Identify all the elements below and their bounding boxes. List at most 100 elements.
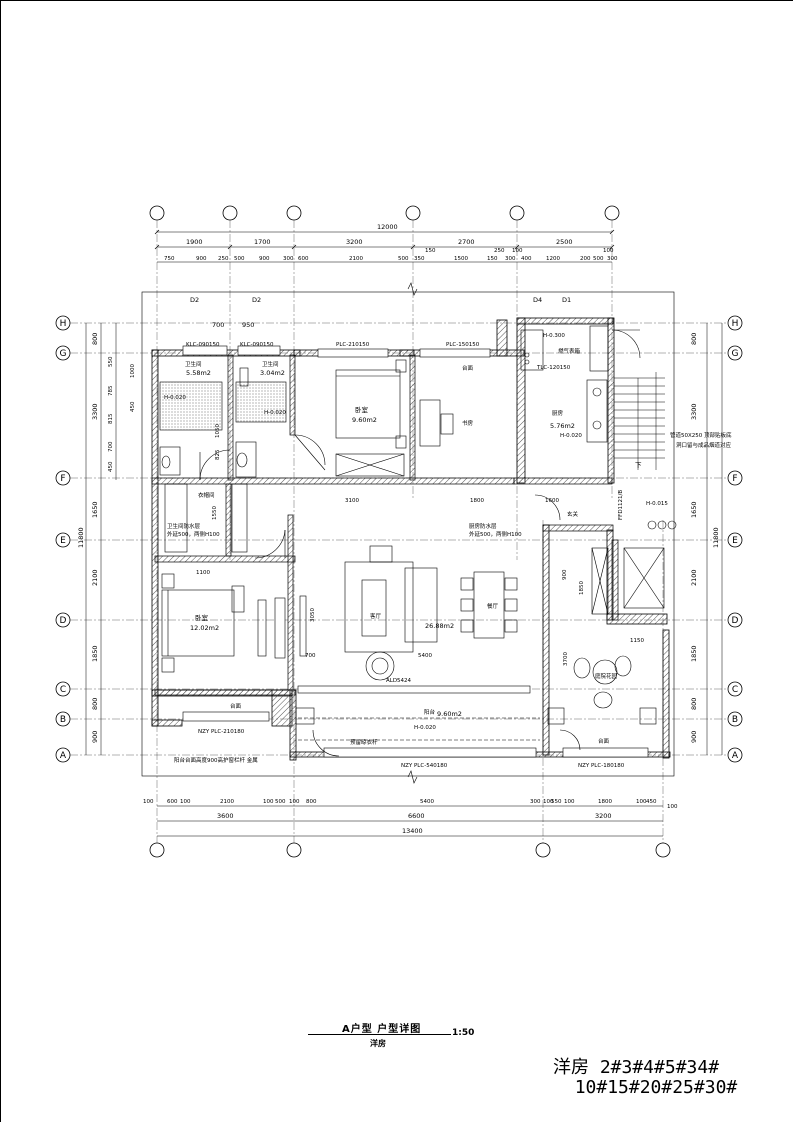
top-axis-bubbles xyxy=(149,205,620,221)
axis-label-left-C: C xyxy=(60,685,66,695)
svg-text:100: 100 xyxy=(543,799,554,805)
svg-text:卫生间: 卫生间 xyxy=(185,360,202,368)
svg-text:D2: D2 xyxy=(252,296,261,304)
svg-text:3100: 3100 xyxy=(345,498,359,504)
building-note-line1: 洋房 2#3#4#5#34# xyxy=(553,1057,720,1078)
dim-bottom-3600: 3600 xyxy=(217,812,234,820)
svg-text:KLC-090150: KLC-090150 xyxy=(186,342,220,348)
interior-walls xyxy=(151,354,619,696)
axis-bubble-right-A xyxy=(727,747,743,763)
bathroom-fixtures xyxy=(159,367,287,553)
svg-text:815: 815 xyxy=(108,413,114,424)
svg-text:950: 950 xyxy=(242,321,254,329)
svg-text:台面: 台面 xyxy=(462,364,474,372)
dim-bottom-3200: 3200 xyxy=(595,812,612,820)
sheet-border-top xyxy=(0,0,793,1)
dim-bottom-row1: 100 600 100 2100 100 500 100 800 5400 30… xyxy=(143,799,678,810)
drawing-subtitle: 洋房 xyxy=(370,1039,386,1048)
svg-text:FFD1121/B: FFD1121/B xyxy=(618,490,624,520)
svg-text:300: 300 xyxy=(607,256,618,262)
svg-text:ALD5424: ALD5424 xyxy=(386,678,412,684)
break-marks xyxy=(407,282,418,784)
dim-bottom-6600: 6600 xyxy=(408,812,425,820)
sheet-border-left xyxy=(0,0,1,1122)
svg-text:100: 100 xyxy=(263,799,274,805)
svg-text:KLC-090150: KLC-090150 xyxy=(240,342,274,348)
kitchen-fixtures xyxy=(520,325,609,443)
svg-text:900: 900 xyxy=(196,256,207,262)
svg-text:5400: 5400 xyxy=(418,653,432,659)
axis-label-right-C: C xyxy=(732,685,738,695)
svg-text:1900: 1900 xyxy=(186,238,203,246)
dim-top-total: 12000 xyxy=(377,223,398,231)
svg-text:800: 800 xyxy=(91,333,99,345)
svg-text:1150: 1150 xyxy=(630,638,644,644)
axis-bubble-right-F xyxy=(727,470,743,486)
stair-down-label: 下 xyxy=(635,461,642,469)
svg-text:D4: D4 xyxy=(533,296,542,304)
svg-text:外延500，两侧H100: 外延500，两侧H100 xyxy=(469,530,522,538)
svg-text:预留晾衣杆: 预留晾衣杆 xyxy=(350,738,378,746)
axis-label-right-D: D xyxy=(732,616,739,626)
svg-text:NZY PLC-180180: NZY PLC-180180 xyxy=(578,763,625,769)
axis-label-left-F: F xyxy=(60,474,65,484)
axis-label-right-B: B xyxy=(732,715,738,725)
bottom-axis-bubbles xyxy=(149,842,671,858)
dim-top-row2: 750 900 250 500 900 300 600 2100 500 350… xyxy=(164,256,618,262)
svg-text:3.04m2: 3.04m2 xyxy=(260,369,285,377)
svg-text:1650: 1650 xyxy=(690,501,698,518)
svg-text:5400: 5400 xyxy=(420,799,434,805)
svg-text:H-0.020: H-0.020 xyxy=(560,433,582,439)
svg-text:750: 750 xyxy=(164,256,175,262)
svg-text:1000: 1000 xyxy=(130,364,136,378)
svg-text:洞口留与成品烟道对应: 洞口留与成品烟道对应 xyxy=(676,441,732,449)
svg-text:2100: 2100 xyxy=(349,256,363,262)
top-dimension-ticks xyxy=(154,229,615,250)
svg-text:300: 300 xyxy=(283,256,294,262)
axis-label-right-E: E xyxy=(732,536,738,546)
svg-text:1050: 1050 xyxy=(215,424,221,438)
balcony-dashed xyxy=(298,717,540,741)
annotations: D2 D2 D4 D1 700 950 KLC-090150 KLC-09015… xyxy=(164,296,732,769)
svg-text:450: 450 xyxy=(108,461,114,472)
svg-text:450: 450 xyxy=(130,401,136,412)
svg-text:1200: 1200 xyxy=(546,256,560,262)
svg-text:H-0.020: H-0.020 xyxy=(264,410,286,416)
svg-text:1800: 1800 xyxy=(598,799,612,805)
svg-text:11800: 11800 xyxy=(77,527,85,548)
svg-text:26.88m2: 26.88m2 xyxy=(425,622,454,630)
svg-text:厨房防水层: 厨房防水层 xyxy=(469,522,497,530)
axis-bubble-right-H xyxy=(727,315,743,331)
svg-text:H-0.020: H-0.020 xyxy=(414,725,436,731)
svg-text:300: 300 xyxy=(505,256,516,262)
svg-text:100: 100 xyxy=(180,799,191,805)
svg-text:书房: 书房 xyxy=(462,419,474,427)
svg-text:1100: 1100 xyxy=(196,570,210,576)
plan-boundary xyxy=(141,291,675,777)
svg-text:1500: 1500 xyxy=(454,256,468,262)
svg-text:1550: 1550 xyxy=(212,506,218,520)
svg-text:PLC-210150: PLC-210150 xyxy=(336,342,370,348)
room-labels: 卫生间 5.58m2 卫生间 3.04m2 卧室 9.60m2 书房 厨房 5.… xyxy=(185,360,618,718)
svg-text:餐厅: 餐厅 xyxy=(487,602,499,610)
side-dimension-texts-right: 800 3300 1650 2100 1850 800 900 11800 xyxy=(690,333,720,743)
svg-text:1800: 1800 xyxy=(470,498,484,504)
svg-text:150: 150 xyxy=(425,248,436,254)
axis-label-left-D: D xyxy=(60,616,67,626)
svg-text:100: 100 xyxy=(143,799,154,805)
svg-text:H-0.015: H-0.015 xyxy=(646,501,668,507)
svg-text:5.76m2: 5.76m2 xyxy=(550,422,575,430)
svg-text:500: 500 xyxy=(234,256,245,262)
svg-text:600: 600 xyxy=(298,256,309,262)
svg-text:阳台: 阳台 xyxy=(424,708,436,716)
svg-text:1600: 1600 xyxy=(545,498,559,504)
dim-bottom-total: 13400 xyxy=(402,827,423,835)
svg-text:5.58m2: 5.58m2 xyxy=(186,369,211,377)
doors xyxy=(199,329,641,757)
elevator-shaft xyxy=(591,520,677,615)
svg-text:900: 900 xyxy=(259,256,270,262)
axis-bubble-right-G xyxy=(727,345,743,361)
svg-text:100: 100 xyxy=(667,804,678,810)
axis-label-right-F: F xyxy=(732,474,737,484)
